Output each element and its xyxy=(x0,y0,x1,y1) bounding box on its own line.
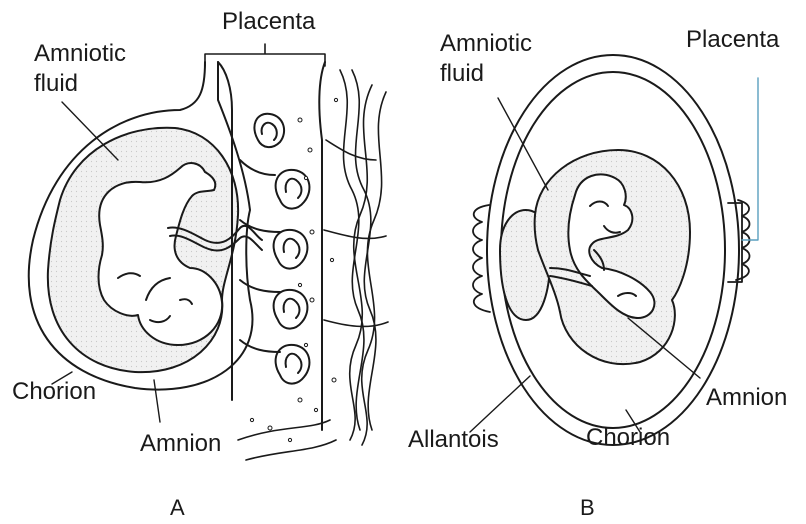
panel-a-placenta-texture xyxy=(250,98,337,441)
panel-b-placenta-label: Placenta xyxy=(686,26,779,53)
panel-a-maternal-vessels xyxy=(238,70,388,460)
panel-b-amniotic-label-line1: Amniotic xyxy=(440,30,532,57)
panel-a-placenta-label: Placenta xyxy=(222,8,315,35)
panel-b-allantois-label: Allantois xyxy=(408,426,499,453)
panel-b-chorion-label: Chorion xyxy=(586,424,670,451)
panel-a-chorion-label: Chorion xyxy=(12,378,96,405)
panel-a-placental-villi xyxy=(240,114,309,384)
panel-a-amniotic-label-line2: fluid xyxy=(34,70,78,97)
panel-a-amniotic-label-line1: Amniotic xyxy=(34,40,126,67)
panel-b-amniotic-label-line2: fluid xyxy=(440,60,484,87)
panel-a-amnion-leader xyxy=(154,380,160,422)
panel-b-allantois-leader xyxy=(470,376,530,432)
panel-a-placenta-bracket xyxy=(205,44,325,66)
panel-b-amnion-label: Amnion xyxy=(706,384,787,411)
panel-a-amnion-label: Amnion xyxy=(140,430,221,457)
panel-a-amniotic-leader xyxy=(62,102,118,160)
panel-a-caption: A xyxy=(170,494,185,521)
panel-b-caption: B xyxy=(580,494,595,521)
